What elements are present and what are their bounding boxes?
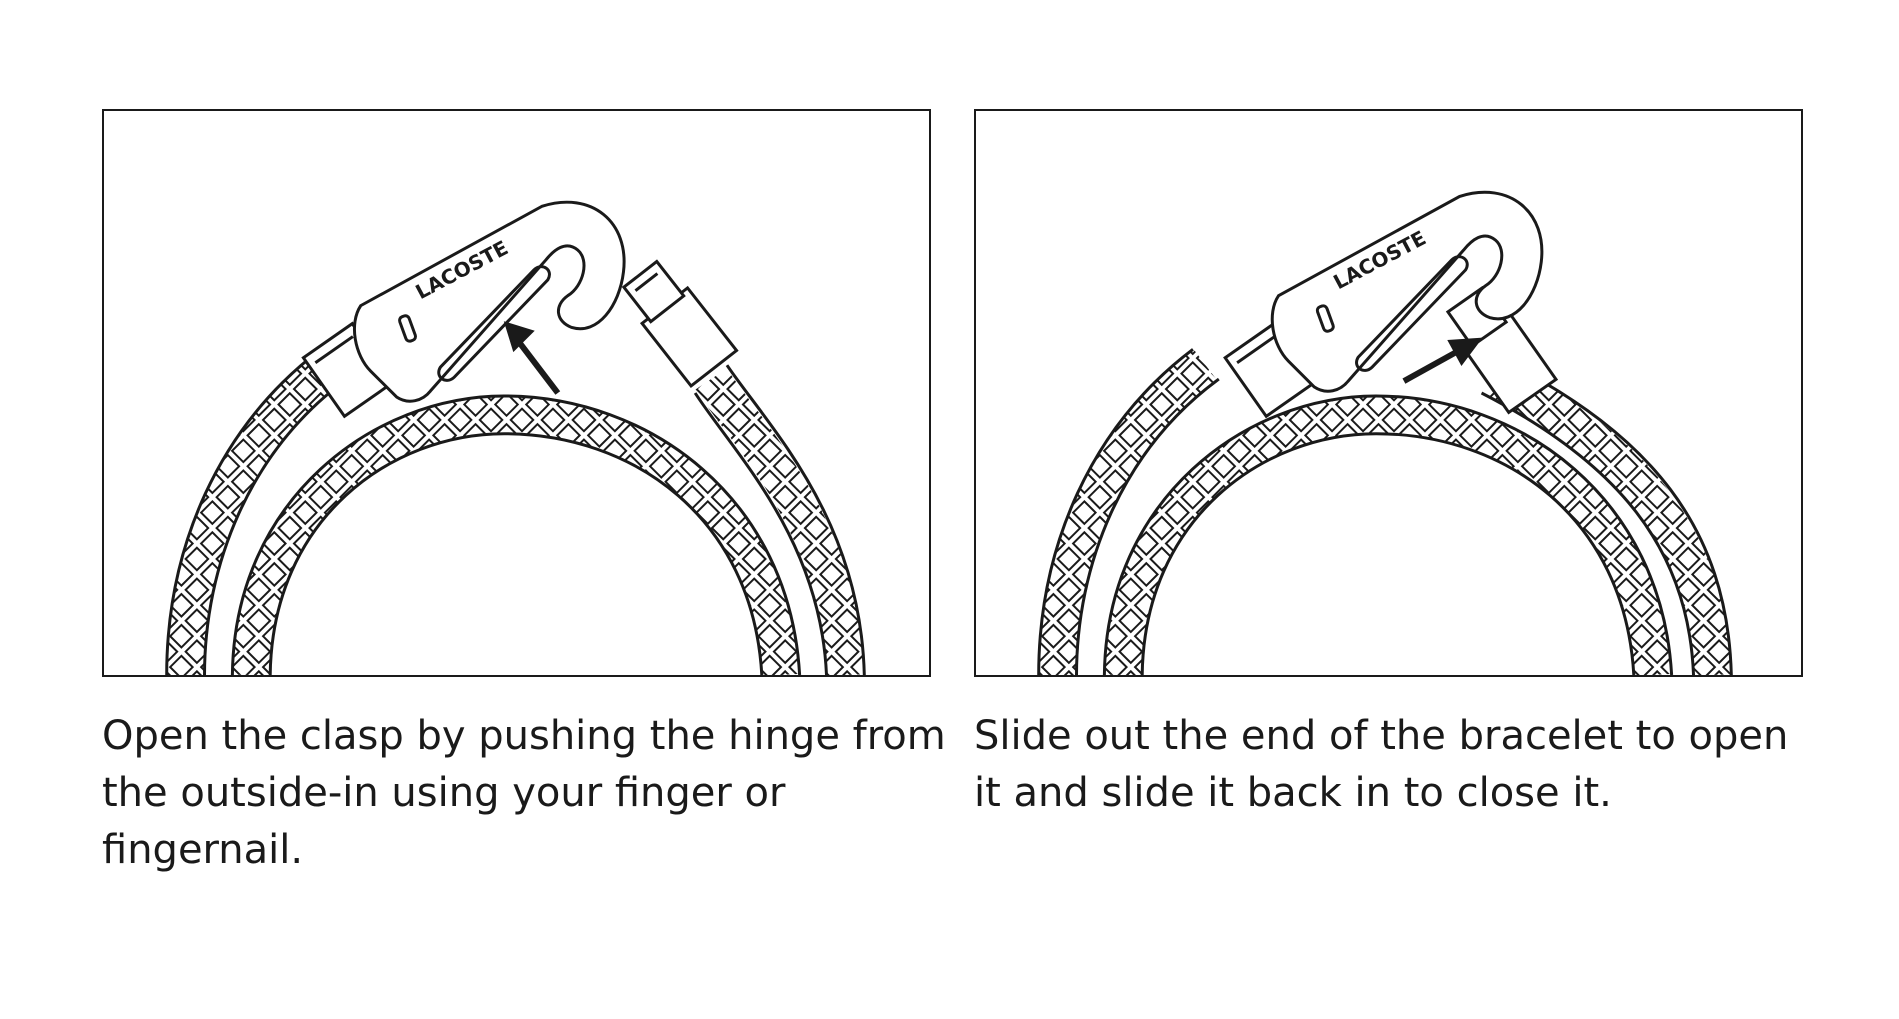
bracelet-open-clasp-drawing: LACOSTE (165, 200, 866, 675)
cord-end-cap (621, 259, 739, 389)
braided-cord-inner (232, 395, 800, 675)
clasp-slot (1355, 255, 1469, 372)
clasp-slot (437, 265, 551, 382)
clasp-hook (1270, 190, 1544, 393)
step-1-illustration: LACOSTE (102, 109, 931, 677)
step-2-illustration: LACOSTE (974, 109, 1803, 677)
braided-cord-end (695, 368, 865, 675)
step-2-caption: Slide out the end of the bracelet to ope… (974, 713, 1789, 816)
bracelet-slide-end-drawing: LACOSTE (1037, 190, 1733, 675)
step-1-caption: Open the clasp by pushing the hinge from… (102, 713, 946, 873)
clasp-hook (352, 200, 626, 403)
arrow-up-left-icon (503, 321, 561, 395)
braided-cord-outer (166, 349, 345, 675)
arrow-up-right-icon (1402, 337, 1483, 384)
